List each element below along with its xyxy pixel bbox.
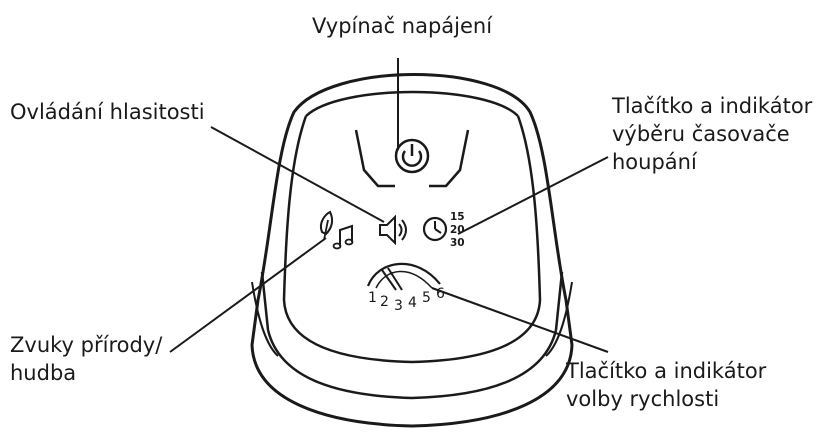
device-right-side-panel: [545, 281, 573, 357]
leader-speed: [431, 287, 609, 353]
nature-music-button[interactable]: [320, 210, 354, 250]
device-base: [266, 329, 558, 400]
label-timer-line-3: houpání: [612, 150, 697, 174]
device-base-right-edge: [554, 271, 564, 331]
power-button-left-bracket: [354, 129, 395, 188]
leaf-music-icon: [320, 210, 354, 250]
speed-level-4: 4: [408, 295, 417, 311]
speed-level-1: 1: [368, 290, 377, 306]
label-power-line-1: Vypínač napájení: [312, 14, 493, 38]
speed-dial-needle: [381, 269, 397, 291]
speaker-icon: [379, 214, 407, 246]
label-nature-sounds: Zvuky přírody/ hudba: [10, 331, 162, 387]
label-speed-line-2: volby rychlosti: [566, 387, 720, 411]
volume-button[interactable]: [379, 214, 407, 246]
leader-volume: [210, 126, 385, 223]
device-inner-body: [282, 115, 542, 364]
label-nature-line-1: Zvuky přírody/: [10, 333, 163, 357]
leader-timer: [457, 156, 609, 235]
device-left-side-panel: [251, 281, 279, 357]
speed-level-2: 2: [380, 294, 389, 310]
speed-dial-needle-2: [387, 267, 403, 291]
timer-button[interactable]: 15 20 30: [422, 211, 465, 249]
clock-icon: [422, 216, 448, 242]
timer-option-15: 15: [450, 211, 465, 223]
label-speed: Tlačítko a indikátor volby rychlosti: [566, 357, 766, 413]
speed-dial-arc: [366, 262, 441, 287]
speed-level-3: 3: [394, 298, 403, 314]
speed-level-5: 5: [422, 290, 431, 306]
label-timer-line-2: výběru časovače: [612, 122, 790, 146]
device-top-rim: [305, 90, 519, 117]
leader-nature: [169, 237, 327, 353]
label-speed-line-1: Tlačítko a indikátor: [566, 359, 767, 383]
label-power-switch: Vypínač napájení: [312, 12, 492, 40]
power-button[interactable]: [354, 129, 470, 188]
label-volume-line-1: Ovládání hlasitosti: [10, 100, 205, 124]
speed-dial-inner-arc: [375, 270, 433, 289]
timer-option-30: 30: [450, 237, 465, 249]
speed-level-6: 6: [436, 286, 445, 302]
label-timer: Tlačítko a indikátor výběru časovače hou…: [612, 92, 812, 176]
device-base-left-edge: [260, 271, 270, 331]
power-button-right-bracket: [429, 129, 470, 188]
power-icon: [394, 138, 430, 174]
label-volume-control: Ovládání hlasitosti: [10, 98, 205, 126]
label-timer-line-1: Tlačítko a indikátor: [612, 94, 813, 118]
device-outer-shell: [250, 73, 574, 428]
label-nature-line-2: hudba: [10, 361, 77, 385]
timer-option-20: 20: [450, 224, 465, 236]
